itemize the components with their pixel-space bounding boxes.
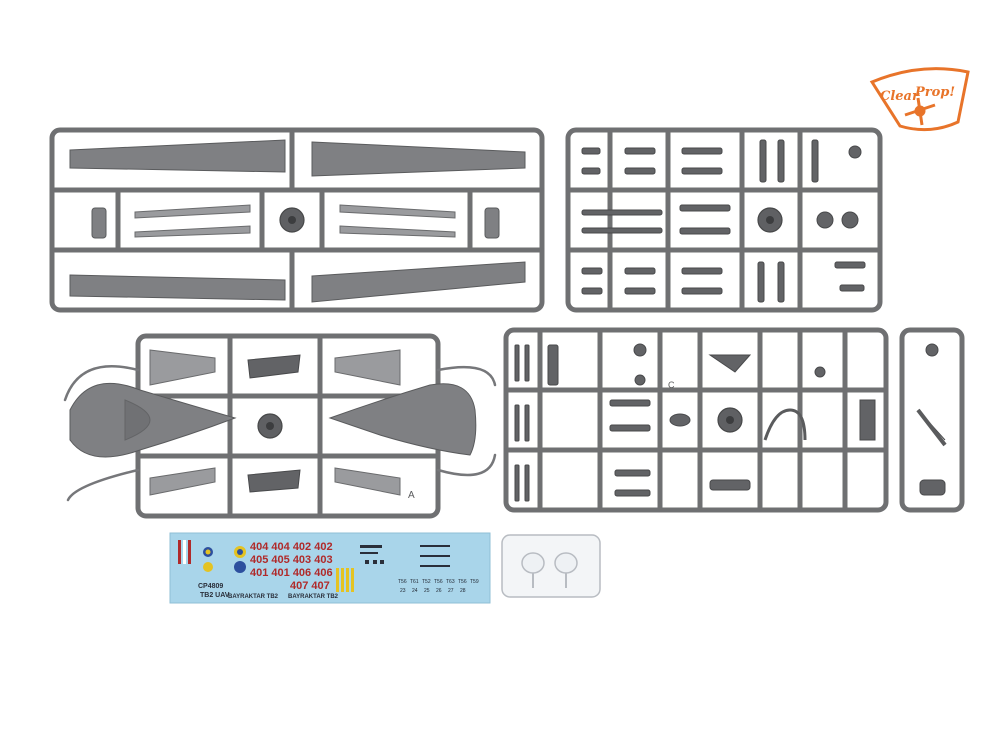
- bayraktar-name-2: BAYRAKTAR TB2: [288, 594, 339, 600]
- serial-row-2: 405 405 403 403: [250, 554, 333, 566]
- sprue-letter-c: C: [668, 380, 675, 390]
- svg-text:T56: T56: [398, 579, 407, 585]
- serial-row-4: 407 407: [290, 580, 330, 592]
- clear-prop-logo: Clear Prop!: [869, 67, 970, 132]
- small-parts-top-right: [581, 139, 866, 303]
- svg-text:24: 24: [412, 588, 418, 594]
- small-marking-decals: [360, 545, 450, 567]
- sprue-frame-top-right: [565, 127, 883, 313]
- svg-text:T56: T56: [458, 579, 467, 585]
- logo-word-clear: Clear: [880, 89, 920, 104]
- logo-word-prop: Prop!: [914, 85, 955, 100]
- svg-text:28: 28: [460, 588, 466, 594]
- svg-text:T59: T59: [470, 579, 479, 585]
- fuselage-parts: [69, 349, 477, 496]
- propeller-icon: [904, 97, 936, 126]
- svg-text:T56: T56: [434, 579, 443, 585]
- kit-code: CP4809: [198, 583, 223, 590]
- svg-text:25: 25: [424, 588, 430, 594]
- number-decals: 23 24 25 26 27 28: [400, 588, 466, 594]
- clear-parts-sprue: [501, 534, 601, 598]
- tail-code-decals: T56 T61 T52 T56 T63 T56 T59: [398, 579, 479, 585]
- sprue-letter-a: A: [408, 490, 415, 501]
- serial-row-1: 404 404 402 402: [250, 541, 333, 553]
- stripe-decals: [178, 540, 191, 564]
- serial-row-3: 401 401 406 406: [250, 567, 333, 579]
- wing-parts-top-left: [69, 139, 526, 303]
- svg-text:26: 26: [436, 588, 442, 594]
- sprue-frame-top-left: [49, 127, 545, 313]
- roundel-decals: [203, 546, 246, 573]
- model-line: TB2 UAV: [200, 592, 230, 599]
- bayraktar-name-1: BAYRAKTAR TB2: [228, 594, 279, 600]
- svg-text:23: 23: [400, 588, 406, 594]
- svg-text:27: 27: [448, 588, 454, 594]
- svg-text:T61: T61: [410, 579, 419, 585]
- sprue-frame-details: [503, 327, 965, 513]
- decal-sheet: 404 404 402 402 405 405 403 403 401 401 …: [169, 532, 491, 604]
- svg-text:T52: T52: [422, 579, 431, 585]
- svg-text:T63: T63: [446, 579, 455, 585]
- yellow-bar-decals: [336, 568, 354, 592]
- detail-parts: [514, 343, 947, 502]
